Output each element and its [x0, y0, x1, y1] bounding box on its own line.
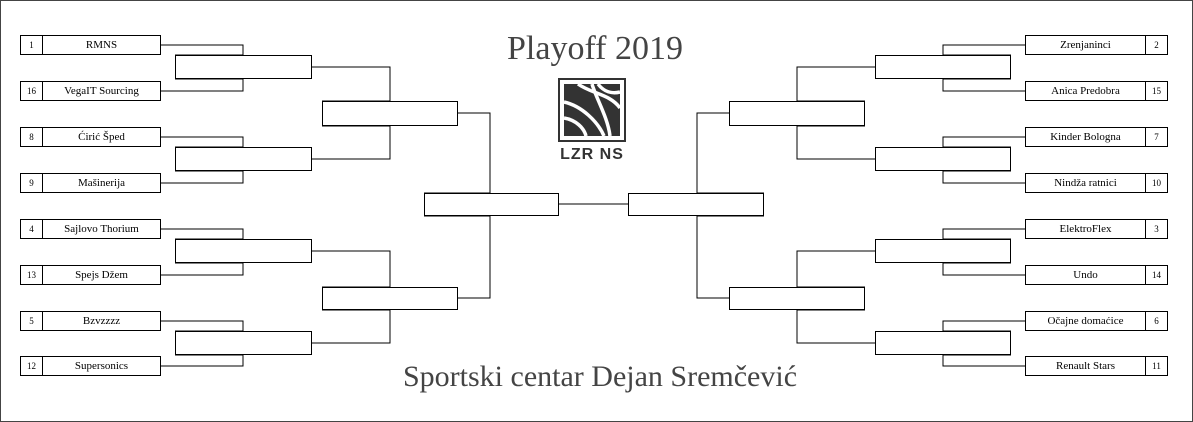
team-slot-left-8: 12 Supersonics — [20, 356, 161, 376]
seed-number: 16 — [21, 82, 43, 100]
team-name: Očajne domaćice — [1047, 315, 1124, 327]
seed-number: 9 — [21, 174, 43, 192]
team-name: Spejs Džem — [75, 269, 128, 281]
team-name: Mašinerija — [77, 177, 126, 189]
match-slot-left-r2-1 — [175, 55, 312, 79]
team-name: Zrenjaninci — [1060, 39, 1111, 51]
team-slot-right-1: Zrenjaninci 2 — [1025, 35, 1168, 55]
team-name: Ćirić Šped — [78, 131, 125, 143]
league-logo: LZR NS — [558, 78, 626, 170]
team-slot-left-5: 4 Sajlovo Thorium — [20, 219, 161, 239]
team-slot-right-8: Renault Stars 11 — [1025, 356, 1168, 376]
team-slot-right-3: Kinder Bologna 7 — [1025, 127, 1168, 147]
match-slot-left-r2-4 — [175, 331, 312, 355]
team-slot-left-4: 9 Mašinerija — [20, 173, 161, 193]
team-name: Nindža ratnici — [1054, 177, 1117, 189]
match-slot-right-r2-2 — [875, 147, 1011, 171]
team-slot-left-7: 5 Bzvzzzz — [20, 311, 161, 331]
team-name: ElektroFlex — [1059, 223, 1112, 235]
basketball-icon — [558, 78, 626, 142]
seed-number: 14 — [1145, 266, 1167, 284]
match-slot-right-r2-1 — [875, 55, 1011, 79]
team-slot-left-6: 13 Spejs Džem — [20, 265, 161, 285]
seed-number: 7 — [1145, 128, 1167, 146]
team-slot-left-3: 8 Ćirić Šped — [20, 127, 161, 147]
seed-number: 13 — [21, 266, 43, 284]
seed-number: 12 — [21, 357, 43, 375]
team-name: Renault Stars — [1056, 360, 1115, 372]
logo-text: LZR NS — [560, 146, 624, 163]
team-name: Kinder Bologna — [1050, 131, 1121, 143]
seed-number: 2 — [1145, 36, 1167, 54]
match-slot-right-r3-2 — [729, 287, 865, 310]
page-title: Playoff 2019 — [507, 30, 683, 67]
team-name: Anica Predobra — [1051, 85, 1120, 97]
seed-number: 6 — [1145, 312, 1167, 330]
match-slot-right-r3-1 — [729, 101, 865, 126]
team-slot-right-5: ElektroFlex 3 — [1025, 219, 1168, 239]
seed-number: 10 — [1145, 174, 1167, 192]
match-slot-right-r2-3 — [875, 239, 1011, 263]
seed-number: 8 — [21, 128, 43, 146]
match-slot-left-r2-3 — [175, 239, 312, 263]
team-slot-right-2: Anica Predobra 15 — [1025, 81, 1168, 101]
match-slot-left-r3-2 — [322, 287, 458, 310]
team-slot-right-4: Nindža ratnici 10 — [1025, 173, 1168, 193]
seed-number: 4 — [21, 220, 43, 238]
team-slot-left-2: 16 VegaIT Sourcing — [20, 81, 161, 101]
venue-name: Sportski centar Dejan Sremčević — [402, 360, 798, 393]
team-name: Supersonics — [74, 360, 129, 372]
match-slot-left-final — [424, 193, 559, 216]
seed-number: 1 — [21, 36, 43, 54]
team-name: VegaIT Sourcing — [64, 85, 139, 97]
team-name: Sajlovo Thorium — [64, 223, 139, 235]
team-name: Undo — [1073, 269, 1098, 281]
match-slot-right-final — [628, 193, 764, 216]
team-slot-right-7: Očajne domaćice 6 — [1025, 311, 1168, 331]
seed-number: 15 — [1145, 82, 1167, 100]
seed-number: 5 — [21, 312, 43, 330]
seed-number: 3 — [1145, 220, 1167, 238]
team-slot-right-6: Undo 14 — [1025, 265, 1168, 285]
team-name: RMNS — [85, 39, 118, 51]
match-slot-left-r2-2 — [175, 147, 312, 171]
seed-number: 11 — [1145, 357, 1167, 375]
match-slot-left-r3-1 — [322, 101, 458, 126]
team-name: Bzvzzzz — [82, 315, 121, 327]
team-slot-left-1: 1 RMNS — [20, 35, 161, 55]
match-slot-right-r2-4 — [875, 331, 1011, 355]
